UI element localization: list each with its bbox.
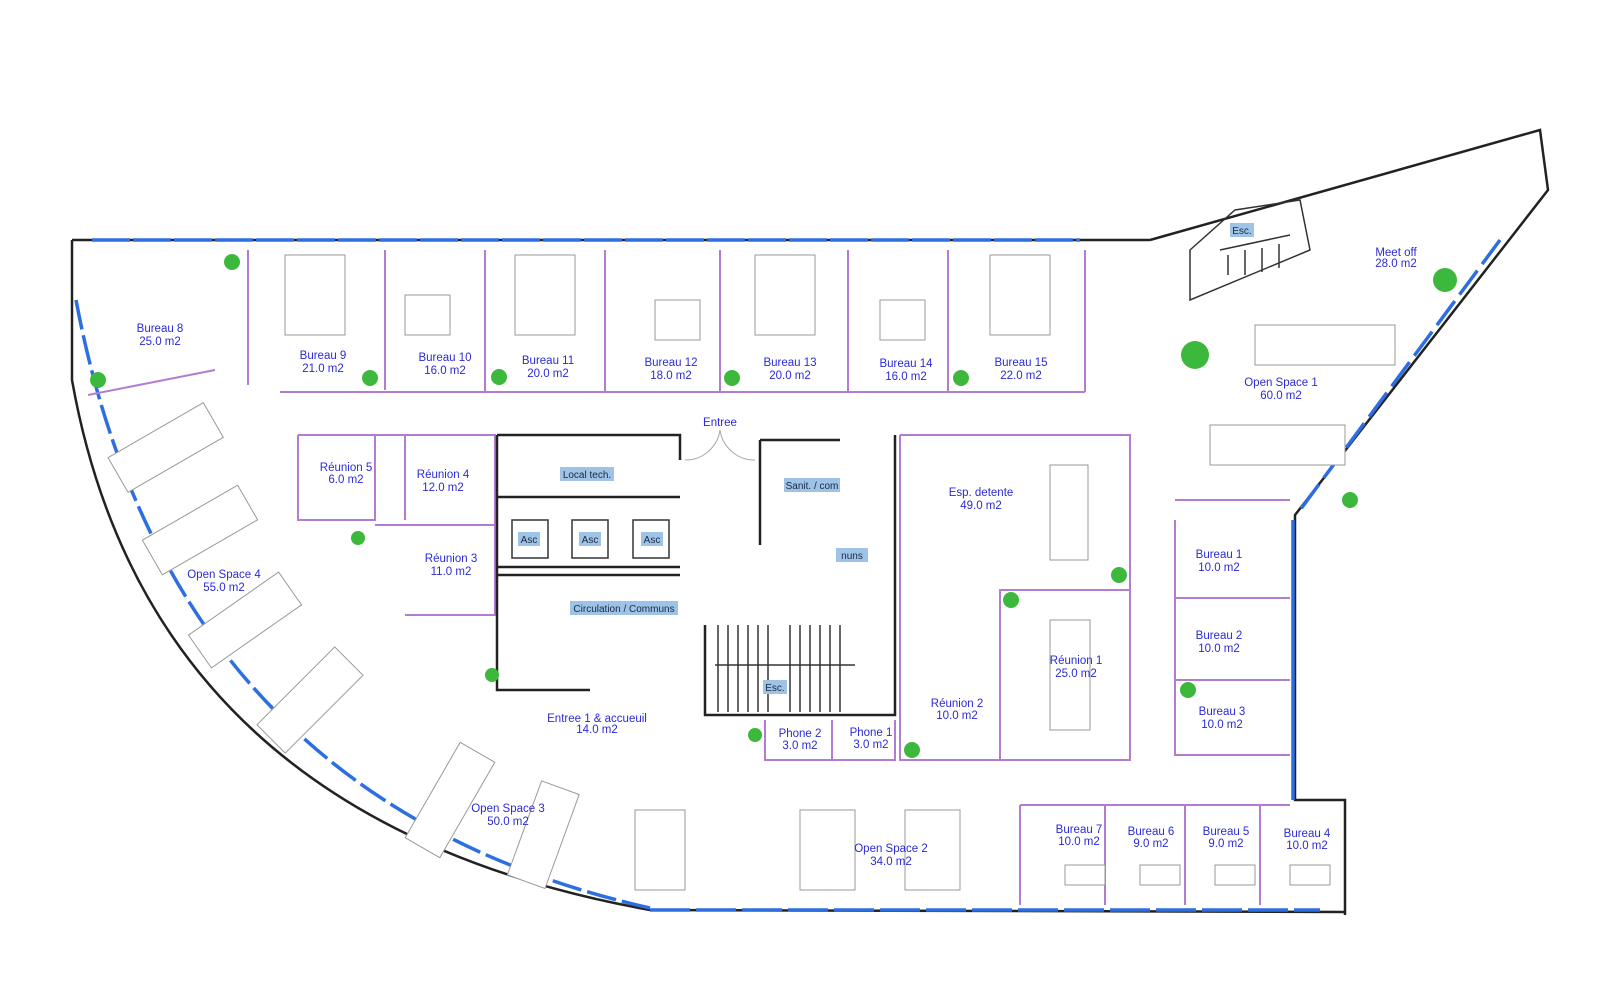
tag-local-tech: Local tech.	[563, 470, 611, 481]
furniture	[107, 254, 1396, 891]
tag-asc-2: Asc	[582, 535, 599, 546]
tag-esc-wing: Esc.	[1232, 226, 1251, 237]
building-core	[495, 199, 1311, 717]
tag-circulation: Circulation / Communs	[573, 604, 674, 615]
tag-sanit: Sanit. / com	[786, 481, 839, 492]
partitions	[87, 250, 1290, 905]
plants	[90, 254, 1457, 758]
tag-esc: Esc.	[765, 683, 784, 694]
entree-label: Entree	[703, 417, 737, 429]
tag-communs-partial: nuns	[841, 551, 863, 562]
core-tags: Local tech. Sanit. / com Asc Asc Asc Cir…	[518, 223, 1254, 694]
exterior-walls	[70, 128, 1550, 915]
tag-asc-1: Asc	[521, 535, 538, 546]
stairs	[715, 625, 855, 712]
tag-asc-3: Asc	[644, 535, 661, 546]
